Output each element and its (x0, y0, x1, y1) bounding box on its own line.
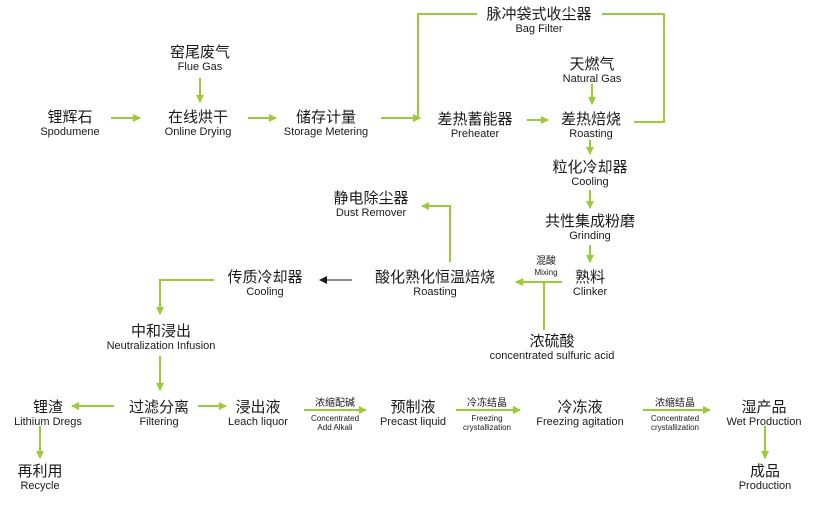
arrow-acidroasting-dustremover (421, 202, 451, 262)
arrow-roasting-bagfilter (602, 13, 665, 123)
arrow-bagfilter-preheater (413, 13, 477, 122)
edge-label-concentrated-crystallization: 浓缩结晶 Concentrated crystallization (650, 398, 700, 432)
edge-label-concentrated-alkali: 浓缩配碱 Concentrated Add Alkali (310, 398, 360, 432)
arrow-cooling-neutralization (156, 279, 214, 315)
edge-label-freezing-crystallization: 冷冻结晶 Freezing crystallization (462, 398, 511, 432)
